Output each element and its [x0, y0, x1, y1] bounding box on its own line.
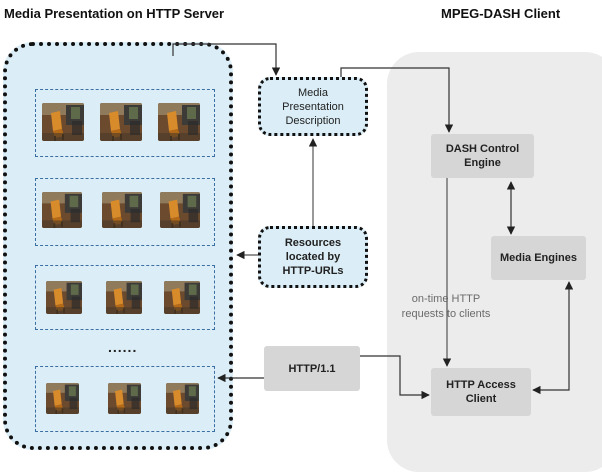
resources-node: Resources located by HTTP-URLs	[258, 226, 368, 288]
http-version-node: HTTP/1.1	[264, 346, 360, 391]
media-engines: Media Engines	[491, 236, 586, 280]
segment-group	[35, 89, 215, 157]
http-version-label: HTTP/1.1	[288, 362, 336, 375]
mpd-node: Media Presentation Description	[258, 77, 368, 136]
server-heading: Media Presentation on HTTP Server	[4, 6, 225, 21]
video-frame-thumbnail	[46, 383, 79, 414]
video-frame-thumbnail	[108, 383, 141, 414]
segment-group	[35, 178, 215, 246]
video-frame-thumbnail	[100, 103, 142, 141]
video-frame-thumbnail	[102, 192, 142, 228]
http-access-client: HTTP Access Client	[431, 368, 531, 416]
more-segments-ellipsis: ......	[108, 339, 138, 355]
media-engines-label: Media Engines	[499, 252, 578, 264]
dash-control-label: DASH Control Engine	[445, 143, 520, 169]
video-frame-thumbnail	[106, 281, 142, 314]
video-frame-thumbnail	[46, 281, 82, 314]
video-frame-thumbnail	[160, 192, 200, 228]
video-frame-thumbnail	[42, 103, 84, 141]
segment-group	[35, 366, 215, 432]
video-frame-thumbnail	[42, 192, 82, 228]
video-frame-thumbnail	[166, 383, 199, 414]
dash-control-engine: DASH Control Engine	[431, 134, 534, 178]
video-frame-thumbnail	[164, 281, 200, 314]
client-heading: MPEG-DASH Client	[441, 6, 561, 21]
ontime-requests-label: on-time HTTP requests to clients	[401, 293, 491, 320]
resources-label: Resources located by HTTP-URLs	[282, 237, 344, 277]
segment-group	[35, 265, 215, 330]
video-frame-thumbnail	[158, 103, 200, 141]
mpd-label: Media Presentation Description	[282, 86, 344, 127]
http-access-label: HTTP Access Client	[446, 379, 516, 405]
